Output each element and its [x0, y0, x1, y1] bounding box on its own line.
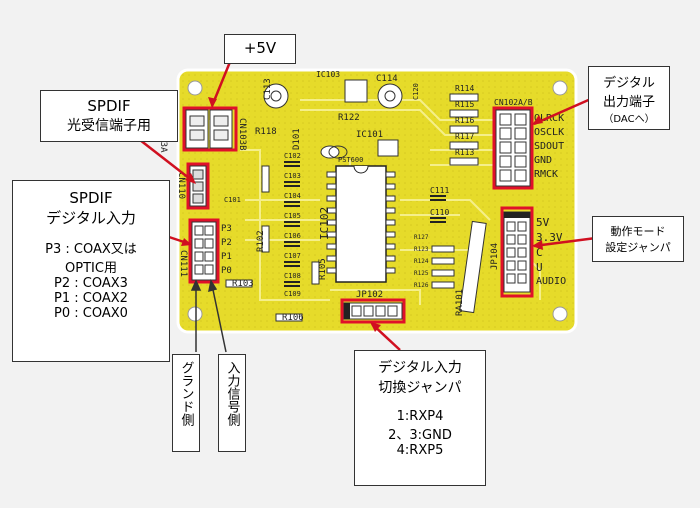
- mounting-hole: [552, 306, 568, 322]
- callout-plus-5v-text: +5V: [243, 39, 277, 57]
- callout-spdif-input-p2: P2 : COAX3: [54, 276, 128, 291]
- label-r103: R103: [232, 279, 254, 289]
- callout-digital-output-line3: （DACへ）: [603, 114, 655, 125]
- callout-input-switch-r1: 1:RXP4: [396, 409, 444, 424]
- label-c106: C106: [284, 232, 301, 240]
- callout-mode-jumper: 動作モード 設定ジャンパ: [592, 216, 684, 262]
- callout-input-switch-line2: 切換ジャンパ: [378, 380, 462, 396]
- pin-5v: 5V: [536, 216, 550, 229]
- callout-spdif-input: SPDIF デジタル入力 P3 : COAX又は OPTIC用 P2 : COA…: [12, 180, 170, 362]
- pin-3v3: 3.3V: [536, 231, 563, 244]
- label-p2: P2: [221, 238, 232, 248]
- label-r125: R125: [414, 270, 429, 277]
- callout-input-switch-line1: デジタル入力: [378, 360, 462, 376]
- label-r114: R114: [455, 84, 475, 93]
- callout-spdif-input-p3a: P3 : COAX又は: [45, 242, 137, 257]
- label-p3: P3: [221, 224, 232, 234]
- label-c111: C111: [430, 186, 450, 195]
- highlight-cn111: [188, 218, 220, 284]
- pin-sdout: SDOUT: [534, 141, 565, 152]
- highlight-cn110: [186, 162, 210, 210]
- callout-spdif-optical: SPDIF 光受信端子用: [40, 90, 178, 142]
- callout-digital-output-line2: 出力端子: [602, 95, 655, 110]
- label-r127: R127: [414, 234, 429, 241]
- highlight-cn102: [492, 106, 534, 190]
- pin-rmck: RMCK: [534, 169, 559, 180]
- callout-spdif-input-line1: SPDIF: [69, 189, 113, 207]
- callout-mode-jumper-line2: 設定ジャンパ: [605, 241, 671, 254]
- mounting-hole: [552, 80, 568, 96]
- label-r115: R115: [455, 100, 475, 109]
- pin-gnd: GND: [534, 155, 553, 166]
- label-r124: R124: [414, 258, 429, 265]
- callout-input-side-text: 入力信号側: [224, 361, 240, 426]
- label-c105: C105: [284, 212, 301, 220]
- callout-ground-side-text: グランド側: [178, 361, 194, 426]
- callout-spdif-optical-line1: SPDIF: [87, 97, 131, 115]
- pin-audio: AUDIO: [536, 276, 567, 287]
- label-c104: C104: [284, 192, 301, 200]
- callout-ground-side: グランド側: [172, 354, 200, 452]
- highlight-cn103: [182, 106, 238, 152]
- callout-input-switch: デジタル入力 切換ジャンパ 1:RXP4 2、3:GND 4:RXP5: [354, 350, 486, 486]
- label-pst600: PST600: [338, 156, 364, 164]
- label-p1: P1: [221, 252, 232, 262]
- label-r118: R118: [255, 127, 277, 137]
- label-r116: R116: [455, 116, 475, 125]
- mounting-hole: [187, 306, 203, 322]
- label-p0: P0: [221, 266, 232, 276]
- label-r123: R123: [414, 246, 429, 253]
- label-c108: C108: [284, 272, 301, 280]
- ic101-part: [377, 139, 399, 157]
- mounting-hole: [187, 80, 203, 96]
- label-c102: C102: [284, 152, 301, 160]
- callout-spdif-input-p3b: OPTIC用: [65, 261, 117, 276]
- callout-plus-5v: +5V: [224, 34, 296, 64]
- callout-mode-jumper-line1: 動作モード: [610, 225, 666, 238]
- label-c114: C114: [376, 74, 398, 84]
- label-c107: C107: [284, 252, 301, 260]
- label-c109: C109: [284, 290, 301, 298]
- callout-digital-output-line1: デジタル: [603, 76, 655, 91]
- label-ic103: IC103: [316, 70, 341, 79]
- pin-c: C: [536, 246, 543, 259]
- label-cn102a: CN102A/B: [494, 98, 533, 107]
- label-jp102: JP102: [356, 290, 384, 300]
- highlight-jp102: [340, 298, 406, 324]
- callout-spdif-input-p1: P1 : COAX2: [54, 291, 128, 306]
- ra101-array: [459, 220, 487, 314]
- label-r126: R126: [414, 282, 429, 289]
- callout-spdif-input-line2: デジタル入力: [46, 209, 136, 227]
- callout-input-side: 入力信号側: [218, 354, 246, 452]
- callout-spdif-input-p0: P0 : COAX0: [54, 306, 128, 321]
- label-r117: R117: [455, 132, 475, 141]
- label-r106: R106: [282, 313, 304, 323]
- label-ic101: IC101: [356, 130, 384, 140]
- label-r113: R113: [455, 148, 475, 157]
- pin-osclk: OSCLK: [534, 127, 565, 138]
- pst600-part: [320, 145, 340, 159]
- label-r122: R122: [338, 113, 360, 123]
- label-c101: C101: [224, 196, 241, 204]
- callout-input-switch-r2: 2、3:GND: [388, 428, 452, 443]
- pin-u: U: [536, 261, 543, 274]
- callout-input-switch-r3: 4:RXP5: [396, 443, 444, 458]
- label-c103: C103: [284, 172, 301, 180]
- ic103-regulator: [344, 79, 368, 103]
- callout-spdif-optical-line2: 光受信端子用: [67, 118, 151, 134]
- callout-digital-output: デジタル 出力端子 （DACへ）: [588, 66, 670, 130]
- highlight-jp104: [500, 206, 534, 298]
- label-c110: C110: [430, 208, 450, 217]
